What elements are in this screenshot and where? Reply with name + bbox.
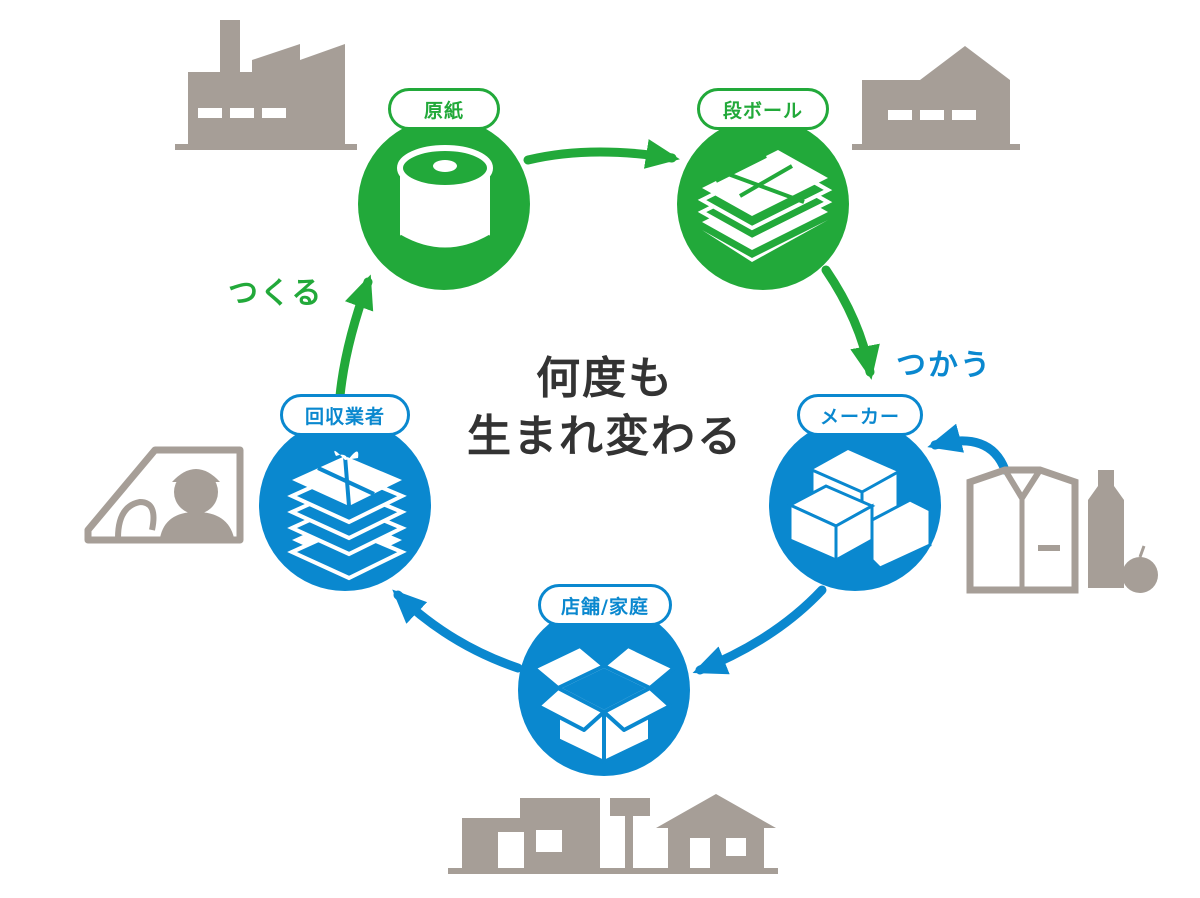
- center-title: 何度も 生まれ変わる: [440, 350, 770, 466]
- arrow-collector-to-paper: [335, 274, 374, 401]
- store-and-house-icon: [448, 794, 778, 874]
- arrow-store-to-collector: [392, 589, 523, 673]
- cardboard-factory-icon: [852, 46, 1020, 150]
- collection-truck-driver-icon: [84, 446, 244, 544]
- verb-make-label: つくる: [228, 276, 324, 311]
- arrow-maker-to-store: [692, 585, 827, 675]
- open-box-icon: [532, 644, 676, 764]
- center-title-line1: 何度も: [536, 353, 674, 404]
- node-label-store-home: 店舗/家庭: [538, 584, 672, 626]
- arrow-products-to-maker: [927, 423, 1010, 475]
- node-label-maker: メーカー: [797, 394, 923, 436]
- bundled-cardboard-icon: [287, 450, 407, 581]
- products-icon: [966, 466, 1158, 594]
- paper-roll-icon: [397, 145, 493, 251]
- node-label-collector: 回収業者: [280, 394, 410, 436]
- center-title-line2: 生まれ変わる: [467, 411, 743, 462]
- verb-use-label: つかう: [896, 348, 992, 383]
- arrow-cardboard-to-maker: [821, 265, 880, 380]
- node-label-base-paper: 原紙: [388, 88, 500, 130]
- paper-mill-factory-icon: [175, 20, 357, 150]
- arrow-paper-to-cardboard: [523, 139, 680, 169]
- stacked-sheets-icon: [697, 150, 833, 262]
- node-label-cardboard: 段ボール: [697, 88, 829, 130]
- boxes-icon: [786, 450, 932, 570]
